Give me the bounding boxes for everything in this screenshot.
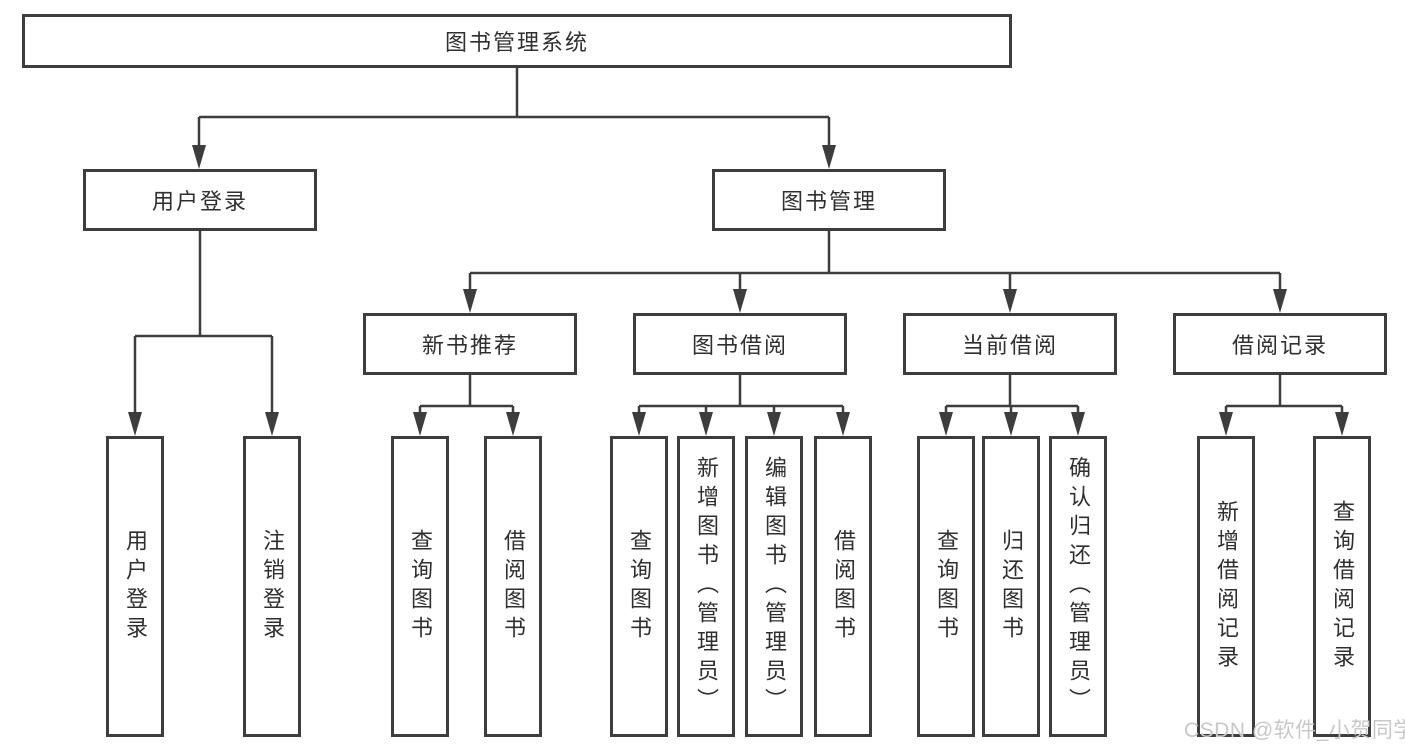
leaf-query-borrow-record: 查询借阅记录 xyxy=(1313,436,1371,737)
leaf-query-borrow-record-label: 查询借阅记录 xyxy=(1330,499,1355,674)
leaf-confirm-return-admin-label: 确认归还（管理员） xyxy=(1066,456,1091,717)
leaf-query-books-1-label: 查询图书 xyxy=(408,528,433,645)
leaf-query-books-2: 查询图书 xyxy=(610,436,668,737)
node-new-book-recommend: 新书推荐 xyxy=(363,313,577,375)
leaf-add-book-admin-label: 新增图书（管理员） xyxy=(694,456,719,717)
leaf-borrow-books-1: 借阅图书 xyxy=(484,436,542,737)
leaf-query-books-3: 查询图书 xyxy=(917,436,975,737)
node-book-borrow: 图书借阅 xyxy=(633,313,847,375)
node-user-login: 用户登录 xyxy=(83,169,317,231)
leaf-return-book-label: 归还图书 xyxy=(999,528,1024,645)
node-current-borrow: 当前借阅 xyxy=(903,313,1117,375)
leaf-add-book-admin: 新增图书（管理员） xyxy=(677,436,735,737)
leaf-query-books-3-label: 查询图书 xyxy=(934,528,959,645)
leaf-borrow-books-2-label: 借阅图书 xyxy=(831,528,856,645)
leaf-user-login: 用户登录 xyxy=(106,436,164,737)
node-library-system: 图书管理系统 xyxy=(22,14,1012,68)
node-borrow-records: 借阅记录 xyxy=(1173,313,1387,375)
node-book-management: 图书管理 xyxy=(712,169,946,231)
csdn-watermark: CSDN @软件_小贺同学 xyxy=(1184,719,1405,742)
leaf-logout-label: 注销登录 xyxy=(260,528,285,645)
leaf-add-borrow-record: 新增借阅记录 xyxy=(1197,436,1255,737)
leaf-edit-book-admin: 编辑图书（管理员） xyxy=(745,436,803,737)
leaf-logout: 注销登录 xyxy=(243,436,301,737)
leaf-add-borrow-record-label: 新增借阅记录 xyxy=(1214,499,1239,674)
leaf-edit-book-admin-label: 编辑图书（管理员） xyxy=(762,456,787,717)
leaf-query-books-1: 查询图书 xyxy=(391,436,449,737)
leaf-borrow-books-2: 借阅图书 xyxy=(814,436,872,737)
leaf-confirm-return-admin: 确认归还（管理员） xyxy=(1049,436,1107,737)
leaf-user-login-label: 用户登录 xyxy=(123,528,148,645)
leaf-query-books-2-label: 查询图书 xyxy=(627,528,652,645)
arrowhead-icons xyxy=(128,145,1349,436)
leaf-return-book: 归还图书 xyxy=(982,436,1040,737)
leaf-borrow-books-1-label: 借阅图书 xyxy=(501,528,526,645)
